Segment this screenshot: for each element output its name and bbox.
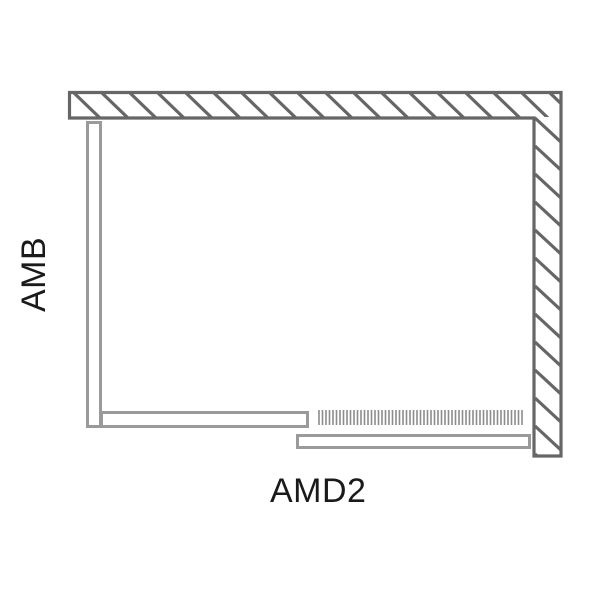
top-wall-hatch [72,93,560,117]
sliding-door-panel [296,434,531,449]
right-wall [535,116,560,455]
wall-outline [67,90,563,458]
bottom-fixed-panel [100,411,309,428]
width-dimension-label: AMD2 [270,472,367,510]
sliding-track [318,410,523,425]
top-wall [72,93,560,117]
depth-dimension-label: AMB [15,236,53,312]
right-wall-hatch [535,116,560,455]
left-side-panel [86,121,102,428]
